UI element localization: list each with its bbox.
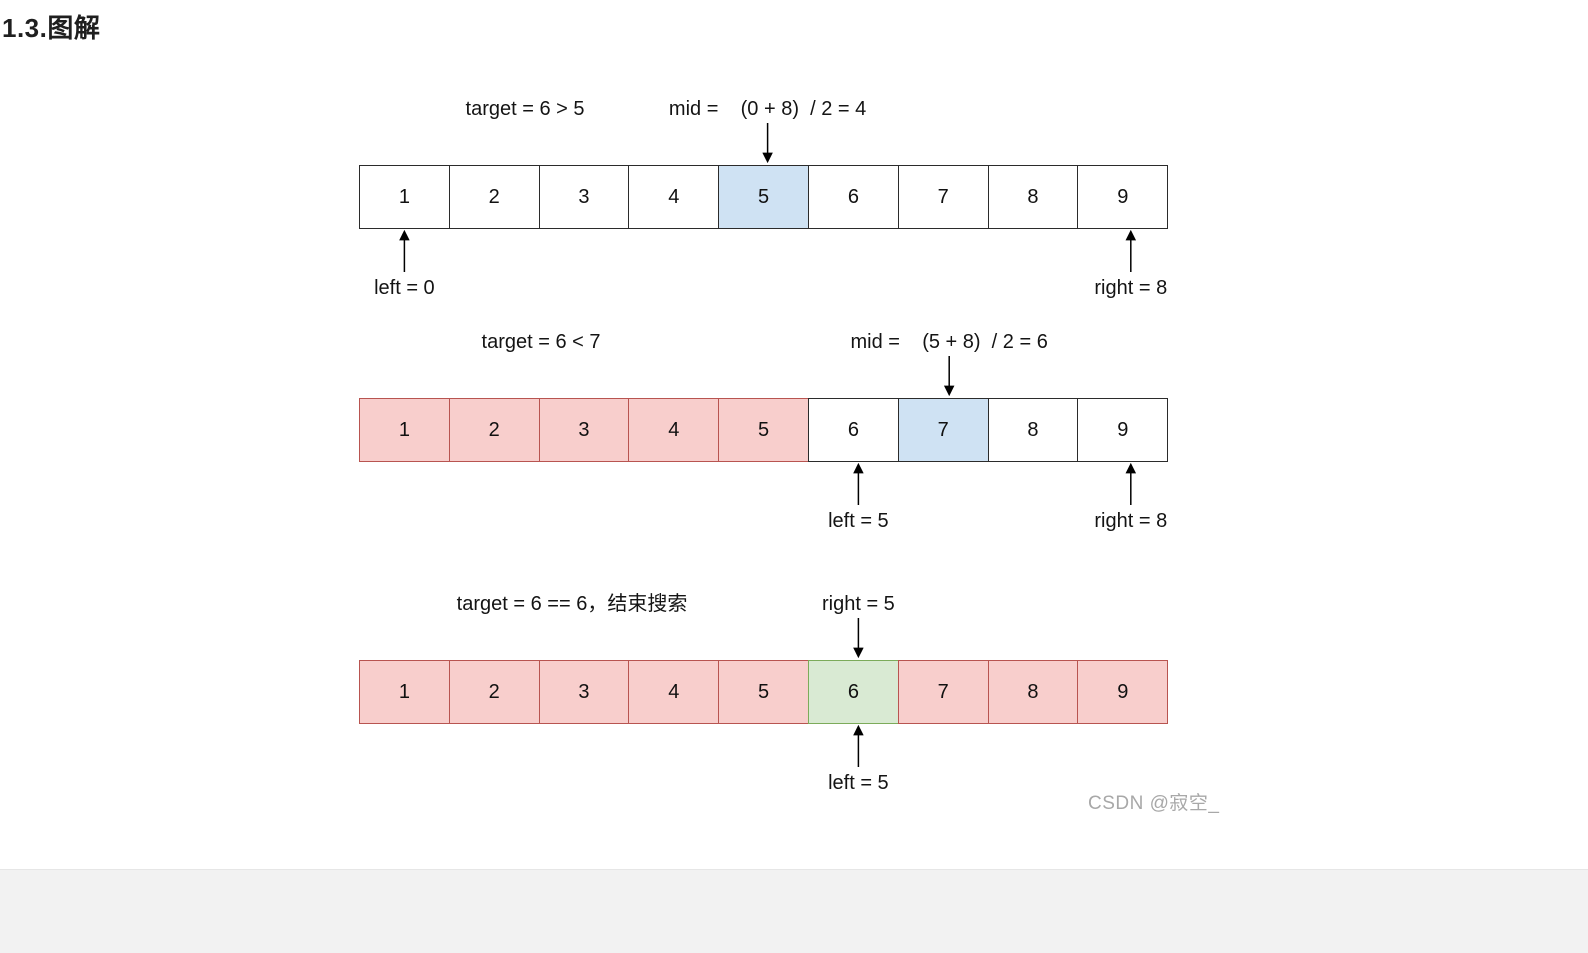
array-cell: 9 xyxy=(1077,660,1169,724)
array-cell: 2 xyxy=(448,398,540,462)
array-cell: 4 xyxy=(628,660,720,724)
pointer-label-below: right = 8 xyxy=(1094,277,1168,299)
pointer-label-above: mid = (0 + 8) / 2 = 4 xyxy=(668,98,867,120)
watermark: CSDN @寂空_ xyxy=(1088,793,1220,814)
array-cell: 8 xyxy=(987,660,1079,724)
array-cell: 1 xyxy=(359,165,450,229)
array-cell: 8 xyxy=(987,398,1079,462)
caption-step-2: target = 6 < 7 xyxy=(481,331,601,353)
array-cell: 2 xyxy=(448,165,540,229)
array-cell: 8 xyxy=(987,165,1079,229)
array-cell: 7 xyxy=(897,660,989,724)
array-cell: 6 xyxy=(807,660,899,724)
caption-step-3: target = 6 == 6，结束搜索 xyxy=(456,593,688,615)
array-cell: 3 xyxy=(538,165,630,229)
pointer-label-below: right = 8 xyxy=(1094,510,1168,532)
array-cell: 7 xyxy=(897,398,989,462)
pointer-label-above: mid = (5 + 8) / 2 = 6 xyxy=(850,331,1048,353)
page-title: 1.3.图解 xyxy=(2,13,101,43)
caption-step-1: target = 6 > 5 xyxy=(465,98,585,120)
array-cell: 4 xyxy=(628,398,720,462)
pointer-label-below: left = 0 xyxy=(374,277,435,299)
pointer-label-above: right = 5 xyxy=(821,593,895,615)
array-cell: 5 xyxy=(718,660,809,724)
array-cell: 6 xyxy=(807,398,899,462)
bottom-panel xyxy=(0,869,1588,953)
pointer-label-below: left = 5 xyxy=(828,772,889,794)
array-cell: 1 xyxy=(359,660,450,724)
array-cell: 6 xyxy=(807,165,899,229)
array-cell: 3 xyxy=(538,398,630,462)
array-cell: 5 xyxy=(718,165,809,229)
array-cell: 7 xyxy=(897,165,989,229)
array-cell: 9 xyxy=(1077,398,1169,462)
array-cell: 4 xyxy=(628,165,720,229)
array-cell: 1 xyxy=(359,398,450,462)
array-cell: 3 xyxy=(538,660,630,724)
array-cell: 9 xyxy=(1077,165,1169,229)
array-cell: 2 xyxy=(448,660,540,724)
pointer-label-below: left = 5 xyxy=(828,510,889,532)
array-cell: 5 xyxy=(718,398,809,462)
